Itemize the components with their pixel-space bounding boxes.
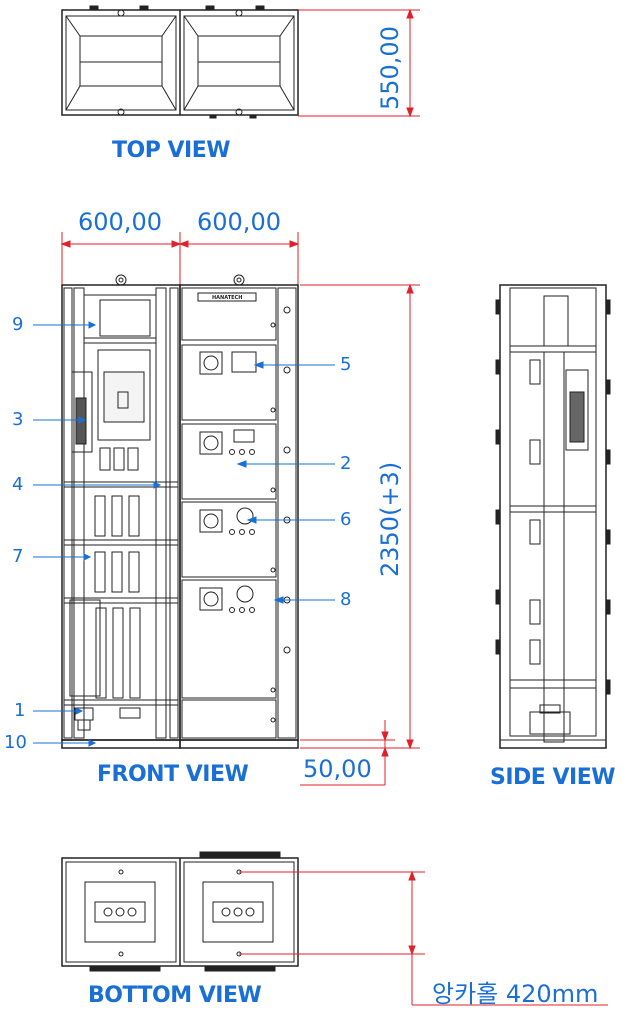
side-view-label: SIDE VIEW	[490, 765, 616, 790]
top-view-label: TOP VIEW	[112, 138, 231, 163]
svg-text:HANATECH: HANATECH	[212, 295, 242, 301]
anchor-hole-label: 앙카홀 420mm	[432, 980, 599, 1008]
bottom-view-drawing	[61, 851, 299, 972]
callout-leaders	[33, 321, 335, 747]
front-left-panel	[61, 274, 181, 749]
bottom-view-label: BOTTOM VIEW	[88, 983, 262, 1008]
front-view-label: FRONT VIEW	[97, 762, 249, 787]
height-dimension-label: 2350(+3)	[376, 461, 404, 577]
callout-7: 7	[12, 546, 24, 567]
top-view-drawing	[61, 5, 299, 119]
front-width-dimensions	[60, 232, 420, 786]
callout-6: 6	[340, 509, 352, 530]
top-depth-dimension-label: 550,00	[376, 26, 404, 110]
right-width-dimension-label: 600,00	[197, 208, 281, 236]
callout-2: 2	[340, 453, 352, 474]
callout-1: 1	[14, 700, 26, 721]
side-view-drawing	[495, 284, 611, 749]
callout-3: 3	[12, 409, 24, 430]
callout-4: 4	[12, 474, 24, 495]
left-width-dimension-label: 600,00	[78, 208, 162, 236]
base-dimension-label: 50,00	[303, 755, 372, 783]
front-right-panel: HANATECH	[179, 274, 299, 749]
callout-9: 9	[12, 314, 24, 335]
top-depth-dimension	[298, 8, 420, 118]
anchor-hole-dimension	[239, 870, 608, 1006]
callout-5: 5	[340, 354, 352, 375]
callout-8: 8	[340, 589, 352, 610]
callout-10: 10	[4, 732, 27, 753]
